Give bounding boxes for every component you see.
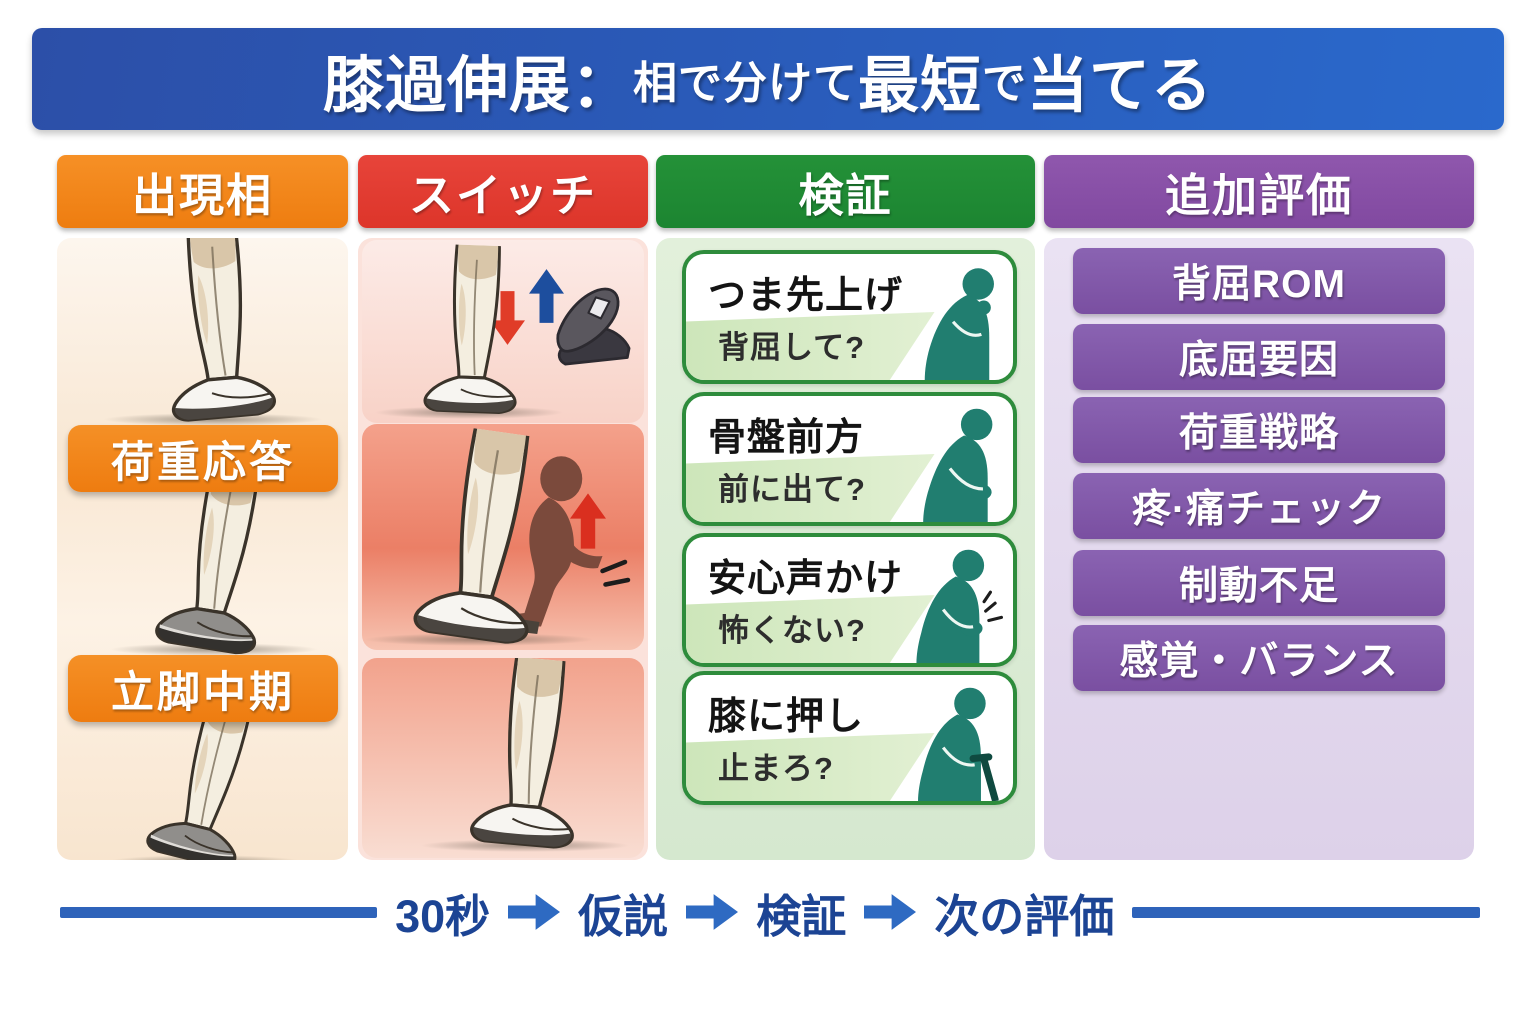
timeline-step: 次の評価	[934, 890, 1115, 942]
right-arrow-icon	[864, 894, 916, 930]
verify-column-body: つま先上げ 背屈して? 骨盤前方 前に出て?	[656, 238, 1035, 860]
check-card-title: つま先上げ	[708, 275, 904, 317]
timeline-line	[1132, 906, 1480, 918]
card-band	[686, 311, 935, 380]
title-segment: で	[982, 59, 1027, 108]
column-header-extra: 追加評価	[1044, 155, 1474, 228]
leg-heel-strike-illustration	[103, 238, 323, 426]
leg-illustration	[364, 430, 594, 646]
title-segment: 当てる	[1027, 50, 1214, 119]
switch-column-body	[358, 238, 648, 860]
check-card-toe-lift: つま先上げ 背屈して?	[682, 250, 1017, 384]
extra-column-body: 背屈ROM 底屈要因 荷重戦略 疼·痛チェック 制動不足 感覚・バランス	[1044, 238, 1474, 860]
check-card-knee-push: 膝に押し 止まろ?	[682, 671, 1017, 805]
check-card-title: 骨盤前方	[708, 417, 865, 459]
check-card-reassure: 安心声かけ 怖くない?	[682, 533, 1017, 667]
leg-midstance-illustration	[109, 466, 319, 656]
extra-item: 荷重戦略	[1073, 397, 1445, 463]
cane-icon	[980, 756, 999, 801]
check-card-question: 前に出て?	[718, 472, 866, 507]
check-card-question: 怖くない?	[718, 613, 866, 648]
heel-wedge-icon	[556, 287, 631, 366]
person-toe-lift-icon	[924, 268, 994, 380]
leg-illustration	[420, 658, 630, 852]
leg-pushoff-illustration	[107, 696, 302, 860]
timeline-line	[60, 906, 378, 918]
check-card-title: 安心声かけ	[708, 558, 904, 600]
switch-panel-cue-up	[362, 424, 644, 650]
check-card-title: 膝に押し	[708, 696, 865, 738]
switch-panel-result	[362, 658, 644, 858]
extra-item: 背屈ROM	[1073, 248, 1445, 314]
column-header-verify: 検証	[656, 155, 1035, 228]
title-segment: 相で分けて	[632, 59, 858, 108]
title-banner: 膝過伸展： 相で分けて 最短 で 当てる	[32, 28, 1504, 130]
timeline-step: 30秒	[395, 890, 491, 942]
timeline-step: 仮説	[578, 890, 669, 942]
card-band	[686, 594, 935, 663]
person-pelvis-icon	[923, 408, 993, 522]
title-segment: 膝過伸展：	[322, 50, 633, 119]
check-card-question: 止まろ?	[718, 751, 834, 786]
person-reassure-icon	[916, 549, 1003, 663]
extra-item: 疼·痛チェック	[1073, 473, 1445, 539]
column-header-switch: スイッチ	[358, 155, 648, 228]
check-card-pelvis-forward: 骨盤前方 前に出て?	[682, 392, 1017, 526]
card-band	[686, 453, 935, 522]
card-band	[686, 732, 935, 801]
phase-label-midstance: 立脚中期	[68, 655, 338, 722]
check-card-question: 背屈して?	[718, 330, 866, 365]
switch-panel-wedge-test	[362, 240, 644, 423]
right-arrow-icon	[508, 894, 560, 930]
extra-item: 底屈要因	[1073, 324, 1445, 390]
leg-illustration	[374, 245, 564, 419]
timeline-step: 検証	[756, 890, 847, 942]
title-segment: 最短	[857, 50, 982, 119]
extra-item: 感覚・バランス	[1073, 625, 1445, 691]
person-cane-icon	[918, 687, 999, 801]
timeline: 30秒 仮説 検証 次の評価	[60, 880, 1480, 944]
phase-column-body: 荷重応答 立脚中期	[57, 238, 348, 860]
column-header-phase: 出現相	[57, 155, 348, 228]
right-arrow-icon	[686, 894, 738, 930]
phase-label-loading-response: 荷重応答	[68, 425, 338, 492]
ground-shadow	[103, 413, 323, 426]
extra-item: 制動不足	[1073, 550, 1445, 616]
